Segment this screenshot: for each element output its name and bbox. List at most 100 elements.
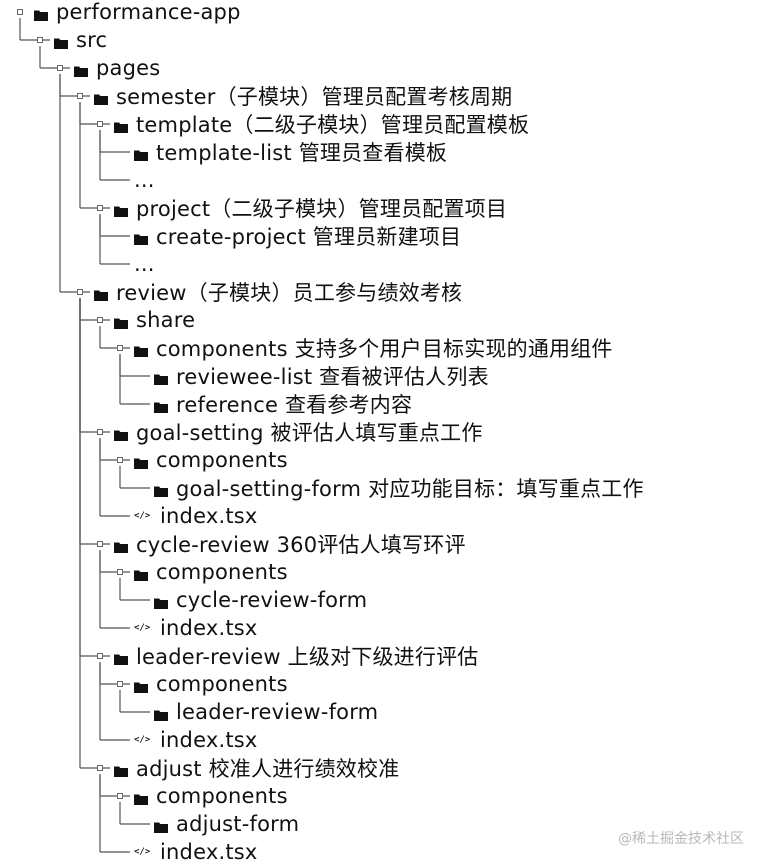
tree-row[interactable]: components [134,782,288,810]
more-items-ellipsis: ... [134,168,155,192]
tree-row[interactable]: leader-review-form [154,698,378,726]
folder-icon [134,342,148,357]
tree-row[interactable]: src [54,26,107,54]
tree-row[interactable]: create-project 管理员新建项目 [134,222,461,250]
expander-knob [97,317,103,323]
watermark: @稀土掘金技术社区 [618,831,744,847]
tree-row[interactable]: cycle-review-form [154,586,367,614]
folder-icon [114,538,128,553]
tree-row[interactable]: reviewee-list 查看被评估人列表 [154,362,489,390]
expander-knob [97,429,103,435]
folder-icon [134,230,148,245]
tree-item-label: pages [96,56,161,80]
tree-row[interactable]: template-list 管理员查看模板 [134,138,447,166]
folder-icon [114,426,128,441]
tree-item-label: cycle-review-form [176,588,368,612]
tree-row[interactable]: </>index.tsx [134,502,258,530]
tree-item-label: adjust 校准人进行绩效校准 [136,757,400,781]
tree-item-label: semester（子模块）管理员配置考核周期 [116,85,513,109]
tree-item-label: template-list 管理员查看模板 [156,141,448,165]
tree-item-label: components [156,784,288,808]
tree-row[interactable]: pages [74,54,160,82]
folder-icon [114,314,128,329]
folder-icon [94,286,108,301]
folder-icon [54,34,68,49]
tree-item-label: leader-review-form [176,700,379,724]
tree-item-label: index.tsx [160,728,258,752]
tree-row[interactable]: review（子模块）员工参与绩效考核 [94,278,462,306]
folder-icon [154,398,168,413]
tree-row[interactable]: template（二级子模块）管理员配置模板 [114,110,529,138]
tree-item-label: template（二级子模块）管理员配置模板 [136,113,530,137]
expander-knob [57,65,63,71]
tree-item-label: cycle-review 360评估人填写环评 [136,533,466,557]
folder-icon [154,818,168,833]
code-file-icon: </> [134,511,151,521]
expander-knob [97,653,103,659]
code-file-icon: </> [134,847,151,857]
expander-knob [37,37,43,43]
folder-icon [114,118,128,133]
folder-icon [134,678,148,693]
tree-row[interactable]: goal-setting 被评估人填写重点工作 [114,418,483,446]
expander-knob [97,541,103,547]
tree-item-label: leader-review 上级对下级进行评估 [136,645,479,669]
tree-row[interactable]: components [134,558,288,586]
tree-row[interactable]: </> index.tsx [134,838,258,866]
tree-row[interactable]: </> index.tsx [134,614,258,642]
folder-icon [134,790,148,805]
folder-icon [154,594,168,609]
tree-item-label: src [76,28,108,52]
expander-knob [117,793,123,799]
tree-row[interactable]: goal-setting-form 对应功能目标：填写重点工作 [154,474,644,502]
tree-item-label: reviewee-list 查看被评估人列表 [176,365,489,389]
tree-row[interactable]: components [134,670,288,698]
tree-row[interactable]: components [134,446,288,474]
folder-icon [134,146,148,161]
tree-row[interactable]: share [114,306,195,334]
more-items-ellipsis: ... [134,252,155,276]
tree-item-label: index.tsx [160,840,258,864]
code-file-icon: </> [134,735,151,745]
tree-item-label: reference 查看参考内容 [176,393,413,417]
code-file-icon: </> [134,623,151,633]
tree-row[interactable]: </> index.tsx [134,726,258,754]
tree-row[interactable]: ... [134,166,155,194]
tree-item-label: goal-setting-form 对应功能目标：填写重点工作 [176,477,644,501]
folder-icon [134,566,148,581]
tree-row[interactable]: adjust-form [154,810,299,838]
expander-knob [77,93,83,99]
expander-knob [97,765,103,771]
folder-icon [114,202,128,217]
tree-row[interactable]: reference 查看参考内容 [154,390,412,418]
folder-icon [114,762,128,777]
folder-icon [74,62,88,77]
tree-item-label: goal-setting 被评估人填写重点工作 [136,421,483,445]
expander-knob [97,121,103,127]
tree-item-label: review（子模块）员工参与绩效考核 [116,281,463,305]
tree-row[interactable]: performance-app [34,0,241,26]
tree-item-label: index.tsx [160,616,258,640]
folder-icon [34,6,48,21]
folder-icon [154,482,168,497]
tree-item-label: components [156,448,288,472]
tree-item-label: project（二级子模块）管理员配置项目 [136,197,508,221]
expander-knob [117,345,123,351]
tree-item-label: create-project 管理员新建项目 [156,225,462,249]
expander-knob [117,681,123,687]
expander-knob [97,205,103,211]
tree-row[interactable]: ... [134,250,155,278]
tree-row[interactable]: project（二级子模块）管理员配置项目 [114,194,507,222]
tree-row[interactable]: leader-review 上级对下级进行评估 [114,642,478,670]
tree-row[interactable]: cycle-review 360评估人填写环评 [114,530,466,558]
expander-knob [117,569,123,575]
folder-icon [154,370,168,385]
expander-knob [77,289,83,295]
expander-knob [117,457,123,463]
folder-icon [114,650,128,665]
tree-row[interactable]: semester（子模块）管理员配置考核周期 [94,82,512,110]
tree-row[interactable]: adjust 校准人进行绩效校准 [114,754,399,782]
folder-icon [94,90,108,105]
tree-row[interactable]: components 支持多个用户目标实现的通用组件 [134,334,613,362]
